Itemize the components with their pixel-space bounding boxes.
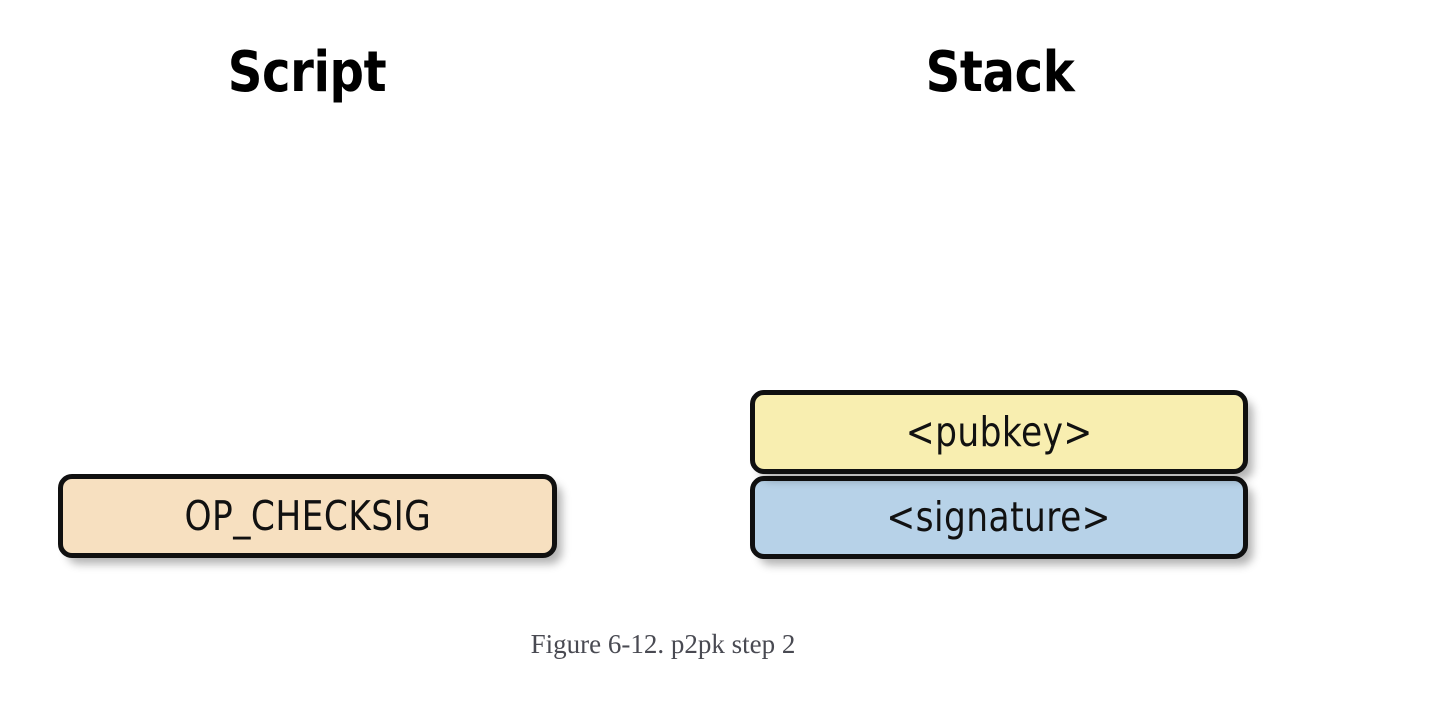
script-item-op-checksig: OP_CHECKSIG	[58, 474, 557, 558]
stack-item-pubkey: <pubkey>	[750, 390, 1248, 474]
script-item-label: OP_CHECKSIG	[184, 491, 431, 540]
stack-item-label-pubkey: <pubkey>	[905, 407, 1093, 456]
figure-caption: Figure 6-12. p2pk step 2	[530, 629, 796, 659]
column-heading-script: Script	[227, 40, 387, 105]
script-column: OP_CHECKSIG	[0, 0, 660, 710]
stack-item-signature: <signature>	[750, 476, 1248, 559]
stack-item-label-signature: <signature>	[886, 493, 1112, 541]
column-heading-stack: Stack	[925, 40, 1075, 105]
